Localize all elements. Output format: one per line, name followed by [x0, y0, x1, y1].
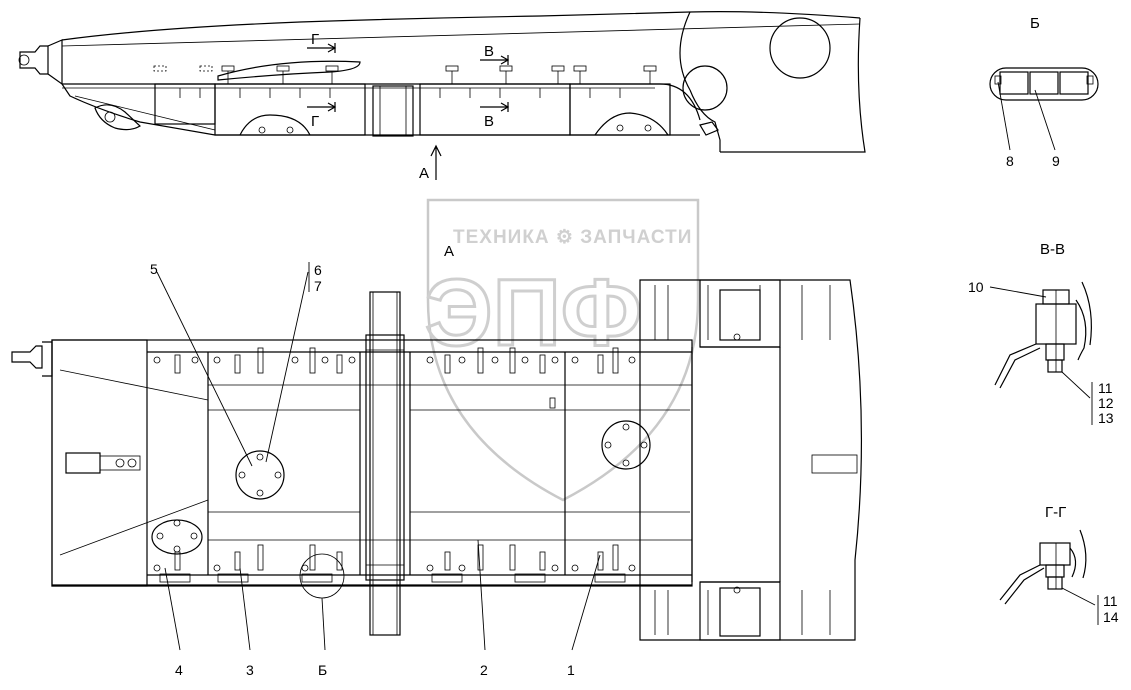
section-mark-v-bottom: В — [484, 113, 494, 130]
callout-5: 5 — [150, 261, 158, 277]
callout-8: 8 — [1006, 153, 1014, 169]
callout-b-detail: Б — [318, 662, 327, 678]
plan-view-title: А — [444, 243, 454, 260]
watermark-brand: ТЕХНИКА ⚙ ЗАПЧАСТИ — [453, 227, 692, 248]
callout-4: 4 — [175, 662, 183, 678]
view-arrow-a-label: А — [419, 165, 429, 182]
callout-7: 7 — [314, 278, 322, 294]
callout-3: 3 — [246, 662, 254, 678]
section-mark-g-bottom: Г — [311, 113, 319, 130]
callout-13: 13 — [1098, 410, 1114, 426]
detail-b-title: Б — [1030, 15, 1040, 32]
section-mark-g-top: Г — [311, 31, 319, 48]
callout-12: 12 — [1098, 395, 1114, 411]
section-vv: В-В 10 11 12 13 — [968, 241, 1114, 426]
callout-11-gg: 11 — [1103, 593, 1118, 609]
callout-1: 1 — [567, 662, 575, 678]
section-gg: Г-Г 11 14 — [999, 504, 1119, 625]
callout-11-vv: 11 — [1098, 380, 1113, 396]
watermark: ТЕХНИКА ⚙ ЗАПЧАСТИ ЭПФ — [424, 198, 700, 502]
detail-b: Б 8 9 — [989, 15, 1099, 169]
plan-view: А — [11, 243, 863, 678]
callout-9: 9 — [1052, 153, 1060, 169]
section-mark-v-top: В — [484, 43, 494, 60]
section-vv-title: В-В — [1040, 241, 1065, 258]
callout-10: 10 — [968, 279, 984, 295]
callout-14: 14 — [1103, 609, 1119, 625]
callout-2: 2 — [480, 662, 488, 678]
callout-6: 6 — [314, 262, 322, 278]
watermark-letters: ЭПФ — [425, 260, 642, 366]
side-view: Г В Г В А — [18, 11, 866, 182]
section-gg-title: Г-Г — [1045, 504, 1066, 521]
